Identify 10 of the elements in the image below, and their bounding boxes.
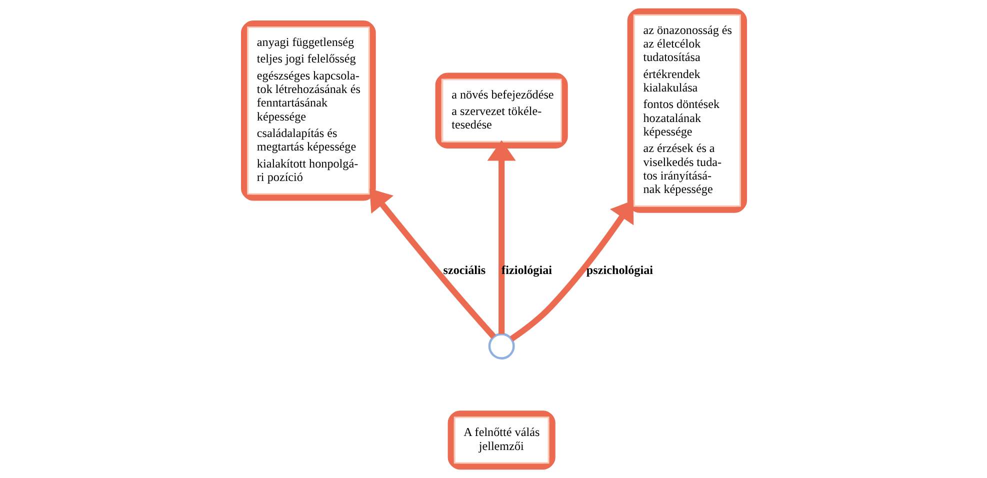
node-box: A felnőtté válás jellemzői <box>447 410 555 470</box>
arrow <box>369 188 496 339</box>
edge-label: szociális <box>442 263 486 278</box>
node-box: anyagi függetlenség teljes jogi felelősség egészséges kapcsola- tok létrehozásának és fenntartásának képessége családalapítás és megtartás képessége kialakított honpolgá- ri pozíció <box>240 20 376 201</box>
node-box: az önazonosság és az életcélok tudatosítása értékrendek kialakulása fontos döntések hozatalának képessége az érzések és a viselkedés tuda- tos irányításá- nak képessége <box>626 8 746 213</box>
edge-label: pszichológiai <box>586 263 653 278</box>
node-circle <box>488 332 514 360</box>
node-box: a növés befejeződése a szervezet tökéle- tesedése <box>434 72 568 148</box>
arrow <box>486 140 516 334</box>
arrow <box>509 200 634 342</box>
